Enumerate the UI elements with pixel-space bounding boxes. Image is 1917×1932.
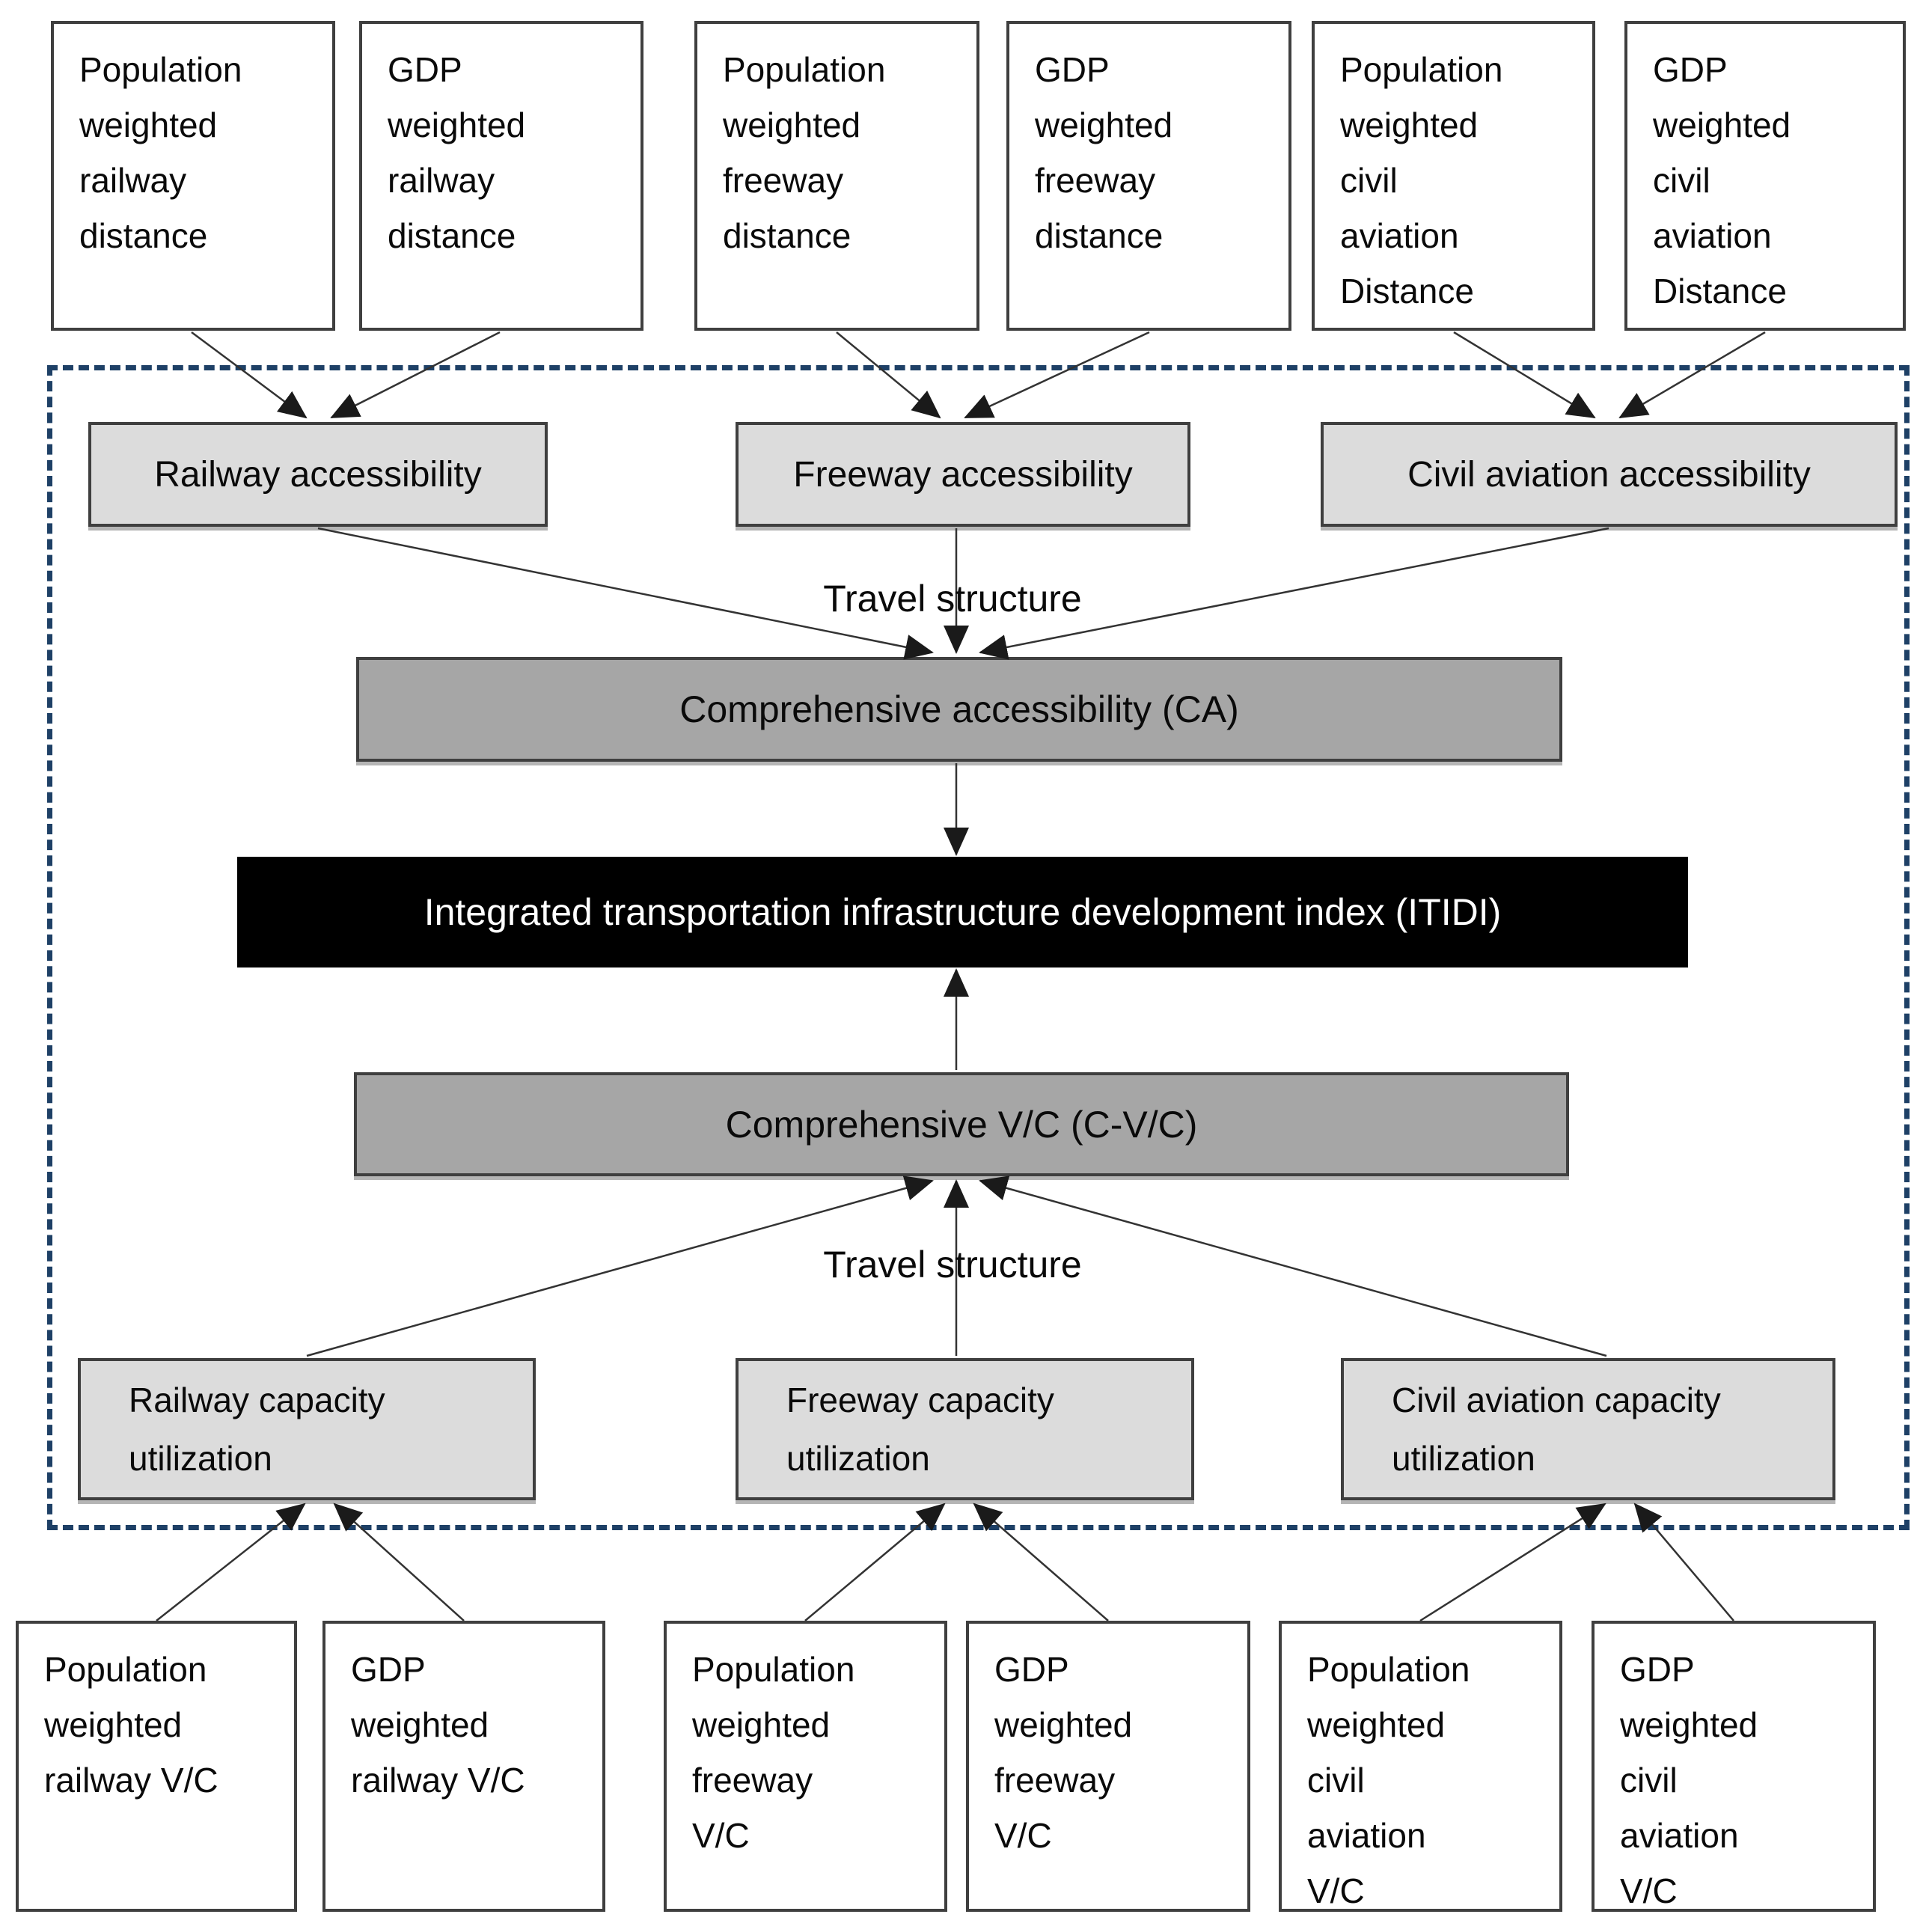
input-population-weighted-civil-aviation-vc: Population weighted civil aviation V/C (1279, 1621, 1562, 1912)
input-population-weighted-civil-aviation-distance: Population weighted civil aviation Dista… (1312, 21, 1595, 331)
input-population-weighted-railway-distance: Population weighted railway distance (51, 21, 335, 331)
railway-accessibility-box: Railway accessibility (88, 422, 548, 527)
travel-structure-label-lower: Travel structure (823, 1244, 1082, 1286)
civil-aviation-accessibility-box: Civil aviation accessibility (1321, 422, 1898, 527)
civil-aviation-capacity-utilization-box: Civil aviation capacity utilization (1341, 1358, 1835, 1500)
input-population-weighted-freeway-vc: Population weighted freeway V/C (664, 1621, 947, 1912)
input-gdp-weighted-civil-aviation-vc: GDP weighted civil aviation V/C (1592, 1621, 1876, 1912)
railway-capacity-utilization-box: Railway capacity utilization (78, 1358, 536, 1500)
input-population-weighted-railway-vc: Population weighted railway V/C (16, 1621, 297, 1912)
itidi-box: Integrated transportation infrastructure… (237, 857, 1688, 967)
input-gdp-weighted-railway-distance: GDP weighted railway distance (359, 21, 643, 331)
input-gdp-weighted-railway-vc: GDP weighted railway V/C (322, 1621, 605, 1912)
input-gdp-weighted-civil-aviation-distance: GDP weighted civil aviation Distance (1624, 21, 1906, 331)
freeway-capacity-utilization-box: Freeway capacity utilization (736, 1358, 1194, 1500)
input-population-weighted-freeway-distance: Population weighted freeway distance (694, 21, 979, 331)
travel-structure-label-upper: Travel structure (823, 578, 1082, 620)
freeway-accessibility-box: Freeway accessibility (736, 422, 1190, 527)
comprehensive-vc-box: Comprehensive V/C (C-V/C) (354, 1072, 1569, 1176)
comprehensive-accessibility-box: Comprehensive accessibility (CA) (356, 657, 1562, 762)
input-gdp-weighted-freeway-distance: GDP weighted freeway distance (1006, 21, 1291, 331)
input-gdp-weighted-freeway-vc: GDP weighted freeway V/C (966, 1621, 1250, 1912)
